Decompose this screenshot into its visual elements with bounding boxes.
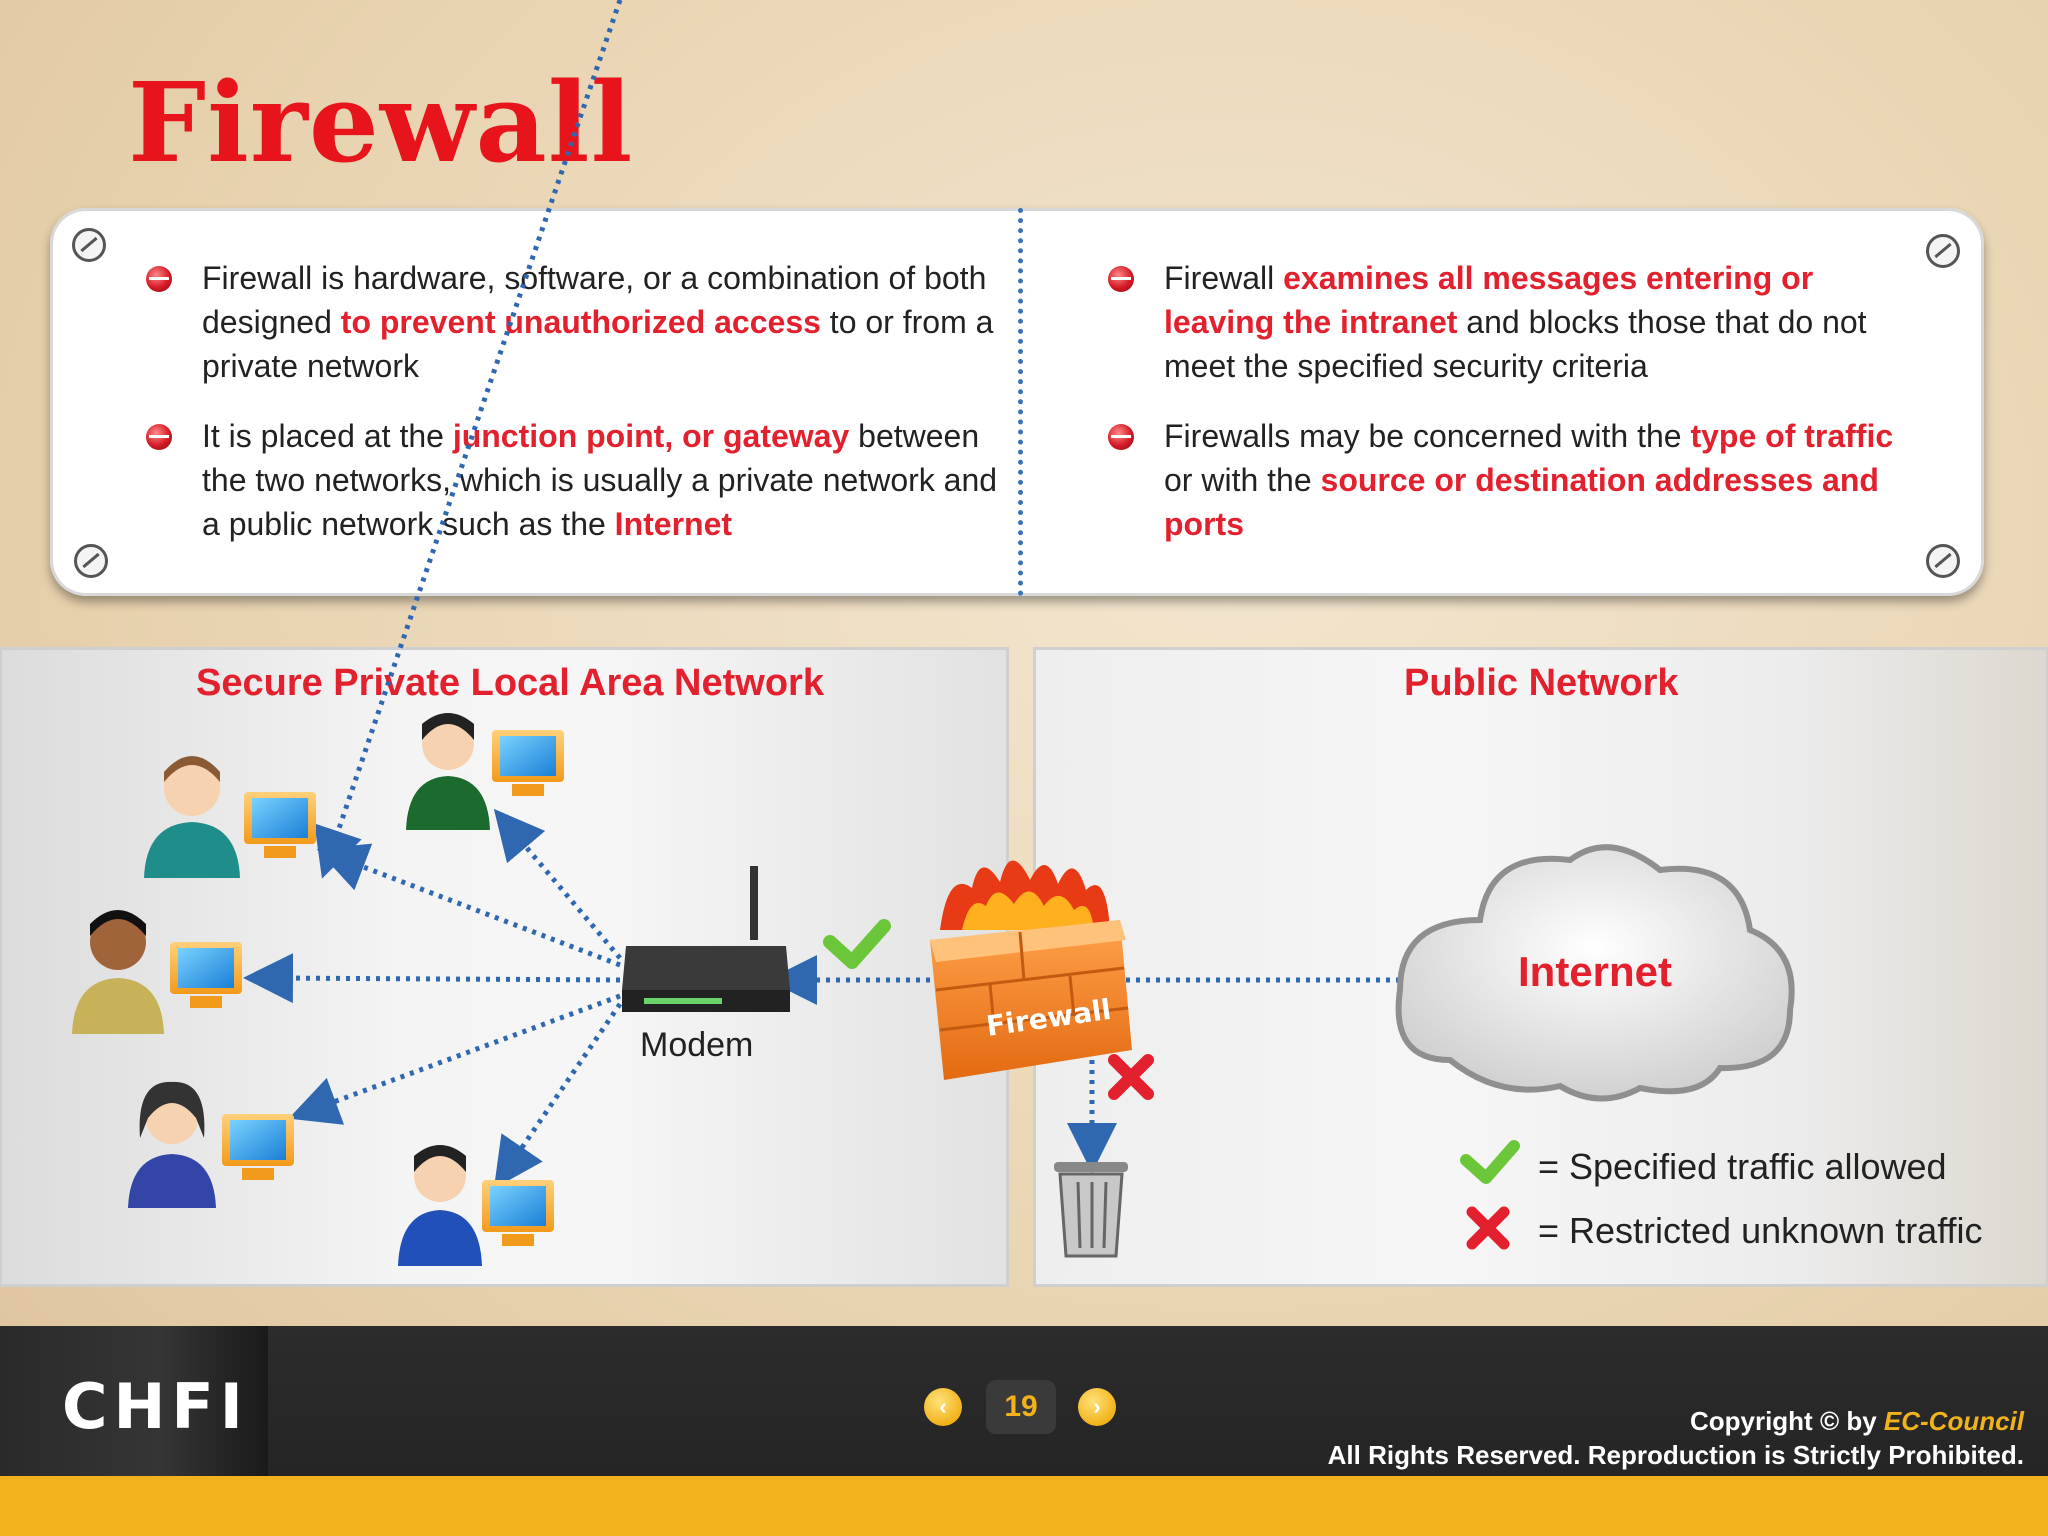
logo-box [0,1326,268,1476]
right-bullet-column: Firewall examines all messages entering … [1108,256,1908,572]
screw-icon [1926,234,1960,268]
bullet-panel [50,208,1984,596]
screw-icon [1926,544,1960,578]
page-number: 19 [986,1380,1056,1434]
link-user-2 [493,808,622,960]
next-slide-button[interactable]: › [1078,1388,1116,1426]
bullet-text: Firewall is hardware, software, or a com… [202,260,987,340]
firewall-icon: Firewall [930,860,1132,1080]
private-network-title: Secure Private Local Area Network [196,662,824,704]
legend-allowed: = Specified traffic allowed [1538,1146,1947,1187]
bullet-text: Firewall [1164,260,1284,296]
slide-title: Firewall [128,58,634,187]
right-bullet: Firewall examines all messages entering … [1108,256,1908,388]
screw-icon [74,544,108,578]
bullet-icon [1108,424,1134,450]
bullet-text: between the two networks, which is usual… [202,418,998,542]
highlighted-text: type of traffic [1690,418,1894,454]
user-computer-icon [406,713,564,830]
cross-icon [1108,1054,1154,1100]
bullet-text: Firewalls may be concerned with the [1164,418,1691,454]
link-user-4 [288,993,621,1125]
highlighted-text: Internet [614,506,733,542]
user-computer-icon [72,910,242,1034]
copyright-line2: All Rights Reserved. Reproduction is Str… [1327,1440,2024,1470]
modem-label: Modem [640,1026,754,1064]
highlighted-text: source or destination addresses and port… [1164,462,1879,542]
bullet-text: and blocks those that do not meet the sp… [1164,304,1867,384]
brand-name: EC-Council [1883,1406,2024,1436]
link-user-3 [243,953,621,1004]
internet-label: Internet [1518,948,1673,995]
bullet-icon [146,266,172,292]
link-user-5 [493,1002,623,1189]
column-divider [1018,208,1023,596]
user-computer-icon [398,1145,554,1266]
screw-icon [72,228,106,262]
highlighted-text: examines all messages entering or leavin… [1164,260,1814,340]
checkmark-icon [823,919,891,969]
highlighted-text: to prevent unauthorized access [340,304,821,340]
public-network-title: Public Network [1404,662,1679,704]
left-bullet: Firewall is hardware, software, or a com… [146,256,1006,388]
left-bullet: It is placed at the junction point, or g… [146,414,1006,546]
checkmark-icon [1460,1140,1520,1184]
left-bullet-column: Firewall is hardware, software, or a com… [146,256,1006,572]
copyright-line1: Copyright © by [1689,1406,1884,1436]
user-computer-icon [144,756,316,878]
bullet-text: It is placed at the [202,418,453,454]
connection-lines [314,0,623,879]
legend-restricted: = Restricted unknown traffic [1538,1210,1983,1251]
router-icon [622,866,790,1012]
right-bullet: Firewalls may be concerned with the type… [1108,414,1908,546]
highlighted-text: junction point, or gateway [452,418,850,454]
prev-slide-button[interactable]: ‹ [924,1388,962,1426]
cloud-icon [1395,844,1795,1102]
bullet-icon [1108,266,1134,292]
copyright: Copyright © by EC-Council All Rights Res… [1328,1404,2024,1472]
cross-icon [1466,1206,1510,1250]
user-computer-icon [128,1081,294,1208]
footer-band [0,1476,2048,1536]
bullet-text: or with the [1164,462,1321,498]
bullet-text: to or from a private network [202,304,994,384]
bullet-icon [146,424,172,450]
trash-icon [1054,1162,1128,1258]
chfi-logo: CHFI [62,1370,249,1443]
